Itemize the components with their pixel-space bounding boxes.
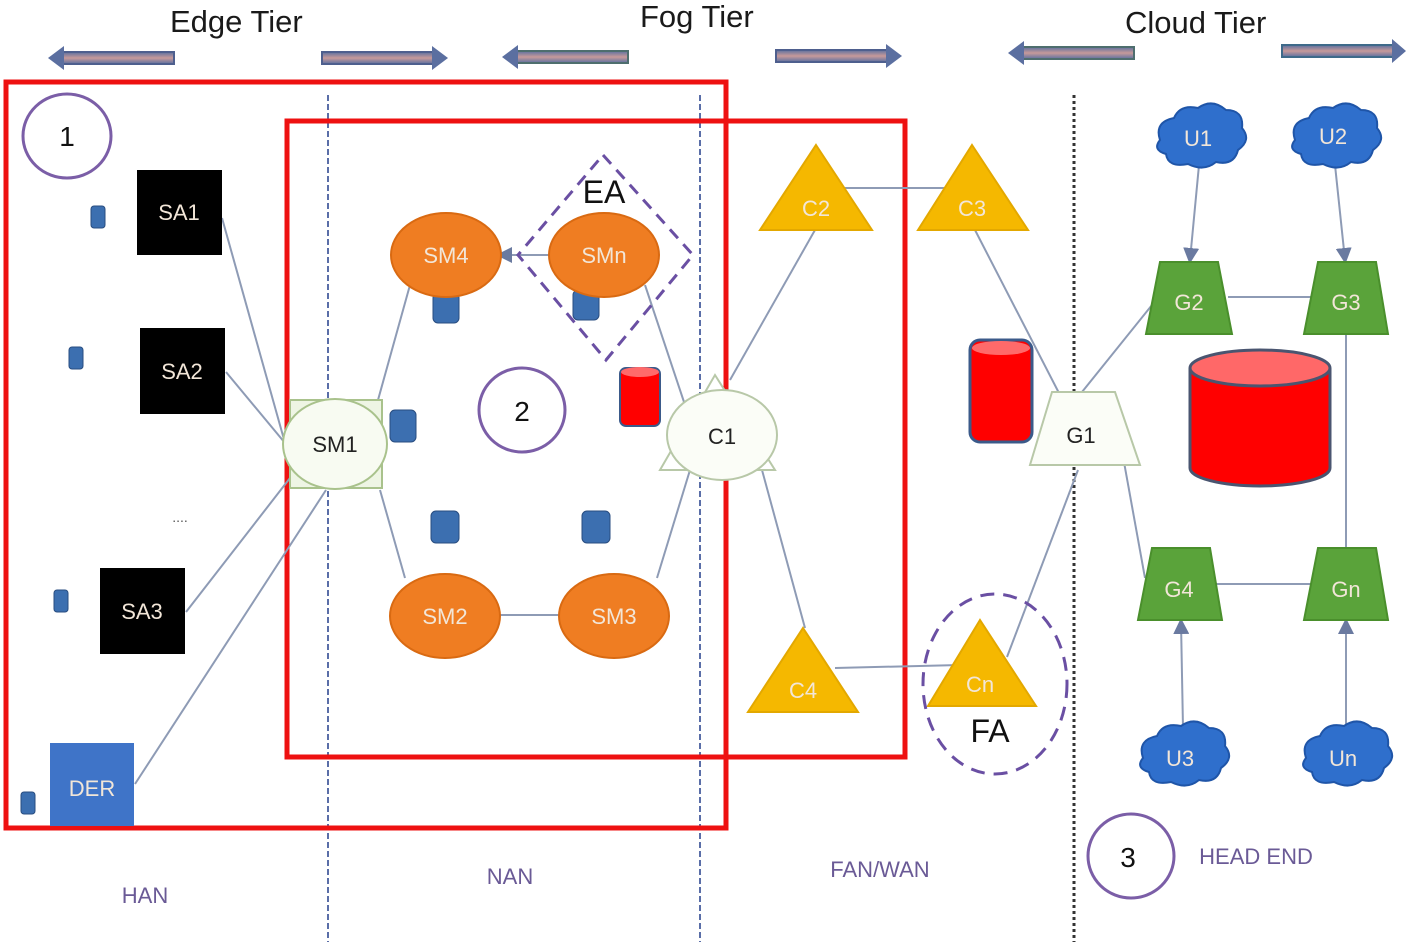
fog-aggregator-label: FA <box>970 713 1010 749</box>
marker-number: 3 <box>1120 842 1136 873</box>
link-sa1-sm1 <box>221 217 286 444</box>
fog-aggregator-group: FA <box>921 592 1069 776</box>
storage-icon <box>68 346 84 370</box>
der-node[interactable]: DER <box>50 743 134 826</box>
smart-meter-label: SM3 <box>591 604 636 629</box>
zone-label-head-end: HEAD END <box>1199 844 1313 869</box>
tier-title-cloud: Cloud Tier <box>1125 5 1266 40</box>
link-sm1-sm2 <box>379 489 406 579</box>
concentrator-label: C3 <box>958 196 986 221</box>
tier-title-fog: Fog Tier <box>640 0 754 34</box>
gateway-g2[interactable]: G2 <box>1144 261 1234 335</box>
region-marker-1: 1 <box>21 92 113 180</box>
smart-meter-label: SMn <box>581 243 626 268</box>
concentrator-c1[interactable]: C1 <box>658 373 778 481</box>
link-sa2-sm1 <box>225 371 286 444</box>
link-smn-c1 <box>644 284 686 406</box>
link-sm1-sm4 <box>377 284 411 401</box>
concentrator-cn[interactable]: Cn <box>926 618 1038 707</box>
fog-tier-left-arrow <box>502 45 629 69</box>
gateway-g4[interactable]: G4 <box>1136 547 1224 621</box>
link-g1-g2 <box>1081 304 1153 393</box>
edge-aggregator-label: EA <box>583 174 626 210</box>
region-marker-3: 3 <box>1086 812 1176 900</box>
utility-label: U1 <box>1184 126 1212 151</box>
storage-icon <box>90 205 106 229</box>
appliance-sa1[interactable]: SA1 <box>137 170 222 255</box>
concentrator-c4[interactable]: C4 <box>746 626 860 713</box>
region-marker-2: 2 <box>477 366 567 454</box>
data-storage-icons <box>20 205 611 815</box>
concentrator-label: C1 <box>708 424 736 449</box>
concentrator-label: Cn <box>966 672 994 697</box>
zone-label-han: HAN <box>122 883 168 908</box>
cloud-tier-right-arrow <box>1281 39 1406 63</box>
marker-number: 2 <box>514 396 530 427</box>
marker-number: 1 <box>59 121 75 152</box>
link-c1-c4 <box>761 469 806 629</box>
appliance-label: SA1 <box>158 200 200 225</box>
concentrator-label: C4 <box>789 678 817 703</box>
gateway-label: Gn <box>1331 577 1360 602</box>
storage-icon <box>389 409 417 443</box>
link-cn-g1 <box>1006 469 1079 658</box>
gateway-label: G4 <box>1164 577 1193 602</box>
zone-label-nan: NAN <box>487 864 533 889</box>
gateway-storage-cylinder <box>968 338 1034 444</box>
gateway-gn[interactable]: Gn <box>1302 547 1390 621</box>
link-sm3-c1 <box>656 469 691 579</box>
smart-meter-label: SM2 <box>422 604 467 629</box>
smart-meter-sm2[interactable]: SM2 <box>389 573 501 659</box>
link-c1-c2 <box>729 229 816 381</box>
fog-storage-cylinder <box>619 367 661 427</box>
edge-tier-left-arrow <box>48 46 175 70</box>
edge-aggregator-group: EA <box>516 152 695 363</box>
der-label: DER <box>69 776 115 801</box>
storage-icon <box>430 510 460 544</box>
smart-meter-sm1[interactable]: SM1 <box>282 398 388 490</box>
appliance-ellipsis: .... <box>172 509 188 525</box>
utility-un[interactable]: Un <box>1302 720 1394 787</box>
cloud-tier-left-arrow <box>1008 41 1135 65</box>
utility-label: Un <box>1329 746 1357 771</box>
smart-meter-smn[interactable]: SMn <box>548 212 660 298</box>
appliance-sa3[interactable]: SA3 <box>100 568 185 654</box>
concentrator-c3[interactable]: C3 <box>916 143 1030 231</box>
smart-meter-sm3[interactable]: SM3 <box>558 573 670 659</box>
smart-meter-sm4[interactable]: SM4 <box>390 212 502 298</box>
utility-u1[interactable]: U1 <box>1156 102 1248 169</box>
link-u3-g4 <box>1173 618 1190 729</box>
cloud-storage-cylinder <box>1188 348 1332 488</box>
edge-tier-right-arrow <box>321 46 448 70</box>
concentrator-label: C2 <box>802 196 830 221</box>
link-u1-g2 <box>1183 164 1200 264</box>
gateway-label: G1 <box>1066 423 1095 448</box>
appliance-label: SA3 <box>121 599 163 624</box>
gateway-label: G3 <box>1331 290 1360 315</box>
network-links <box>134 164 1354 785</box>
tier-title-edge: Edge Tier <box>170 4 303 39</box>
storage-icon <box>53 589 69 613</box>
link-u2-g3 <box>1334 164 1352 264</box>
zone-label-fan-wan: FAN/WAN <box>830 857 929 882</box>
link-sa3-sm1 <box>185 477 291 613</box>
link-der-sm1 <box>134 489 327 785</box>
concentrator-c2[interactable]: C2 <box>758 143 874 231</box>
storage-icon <box>20 791 36 815</box>
utility-label: U3 <box>1166 746 1194 771</box>
gateway-label: G2 <box>1174 290 1203 315</box>
link-c3-g1 <box>974 229 1061 396</box>
smart-meter-label: SM1 <box>312 432 357 457</box>
appliance-sa2[interactable]: SA2 <box>140 328 225 414</box>
appliance-label: SA2 <box>161 359 203 384</box>
fog-tier-right-arrow <box>775 44 902 68</box>
gateway-g3[interactable]: G3 <box>1302 261 1390 335</box>
utility-label: U2 <box>1319 124 1347 149</box>
smart-meter-label: SM4 <box>423 243 468 268</box>
utility-u3[interactable]: U3 <box>1139 720 1231 787</box>
storage-icon <box>581 510 611 544</box>
utility-u2[interactable]: U2 <box>1291 102 1383 169</box>
gateway-g1[interactable]: G1 <box>1028 391 1142 466</box>
link-c4-cn <box>834 664 961 669</box>
